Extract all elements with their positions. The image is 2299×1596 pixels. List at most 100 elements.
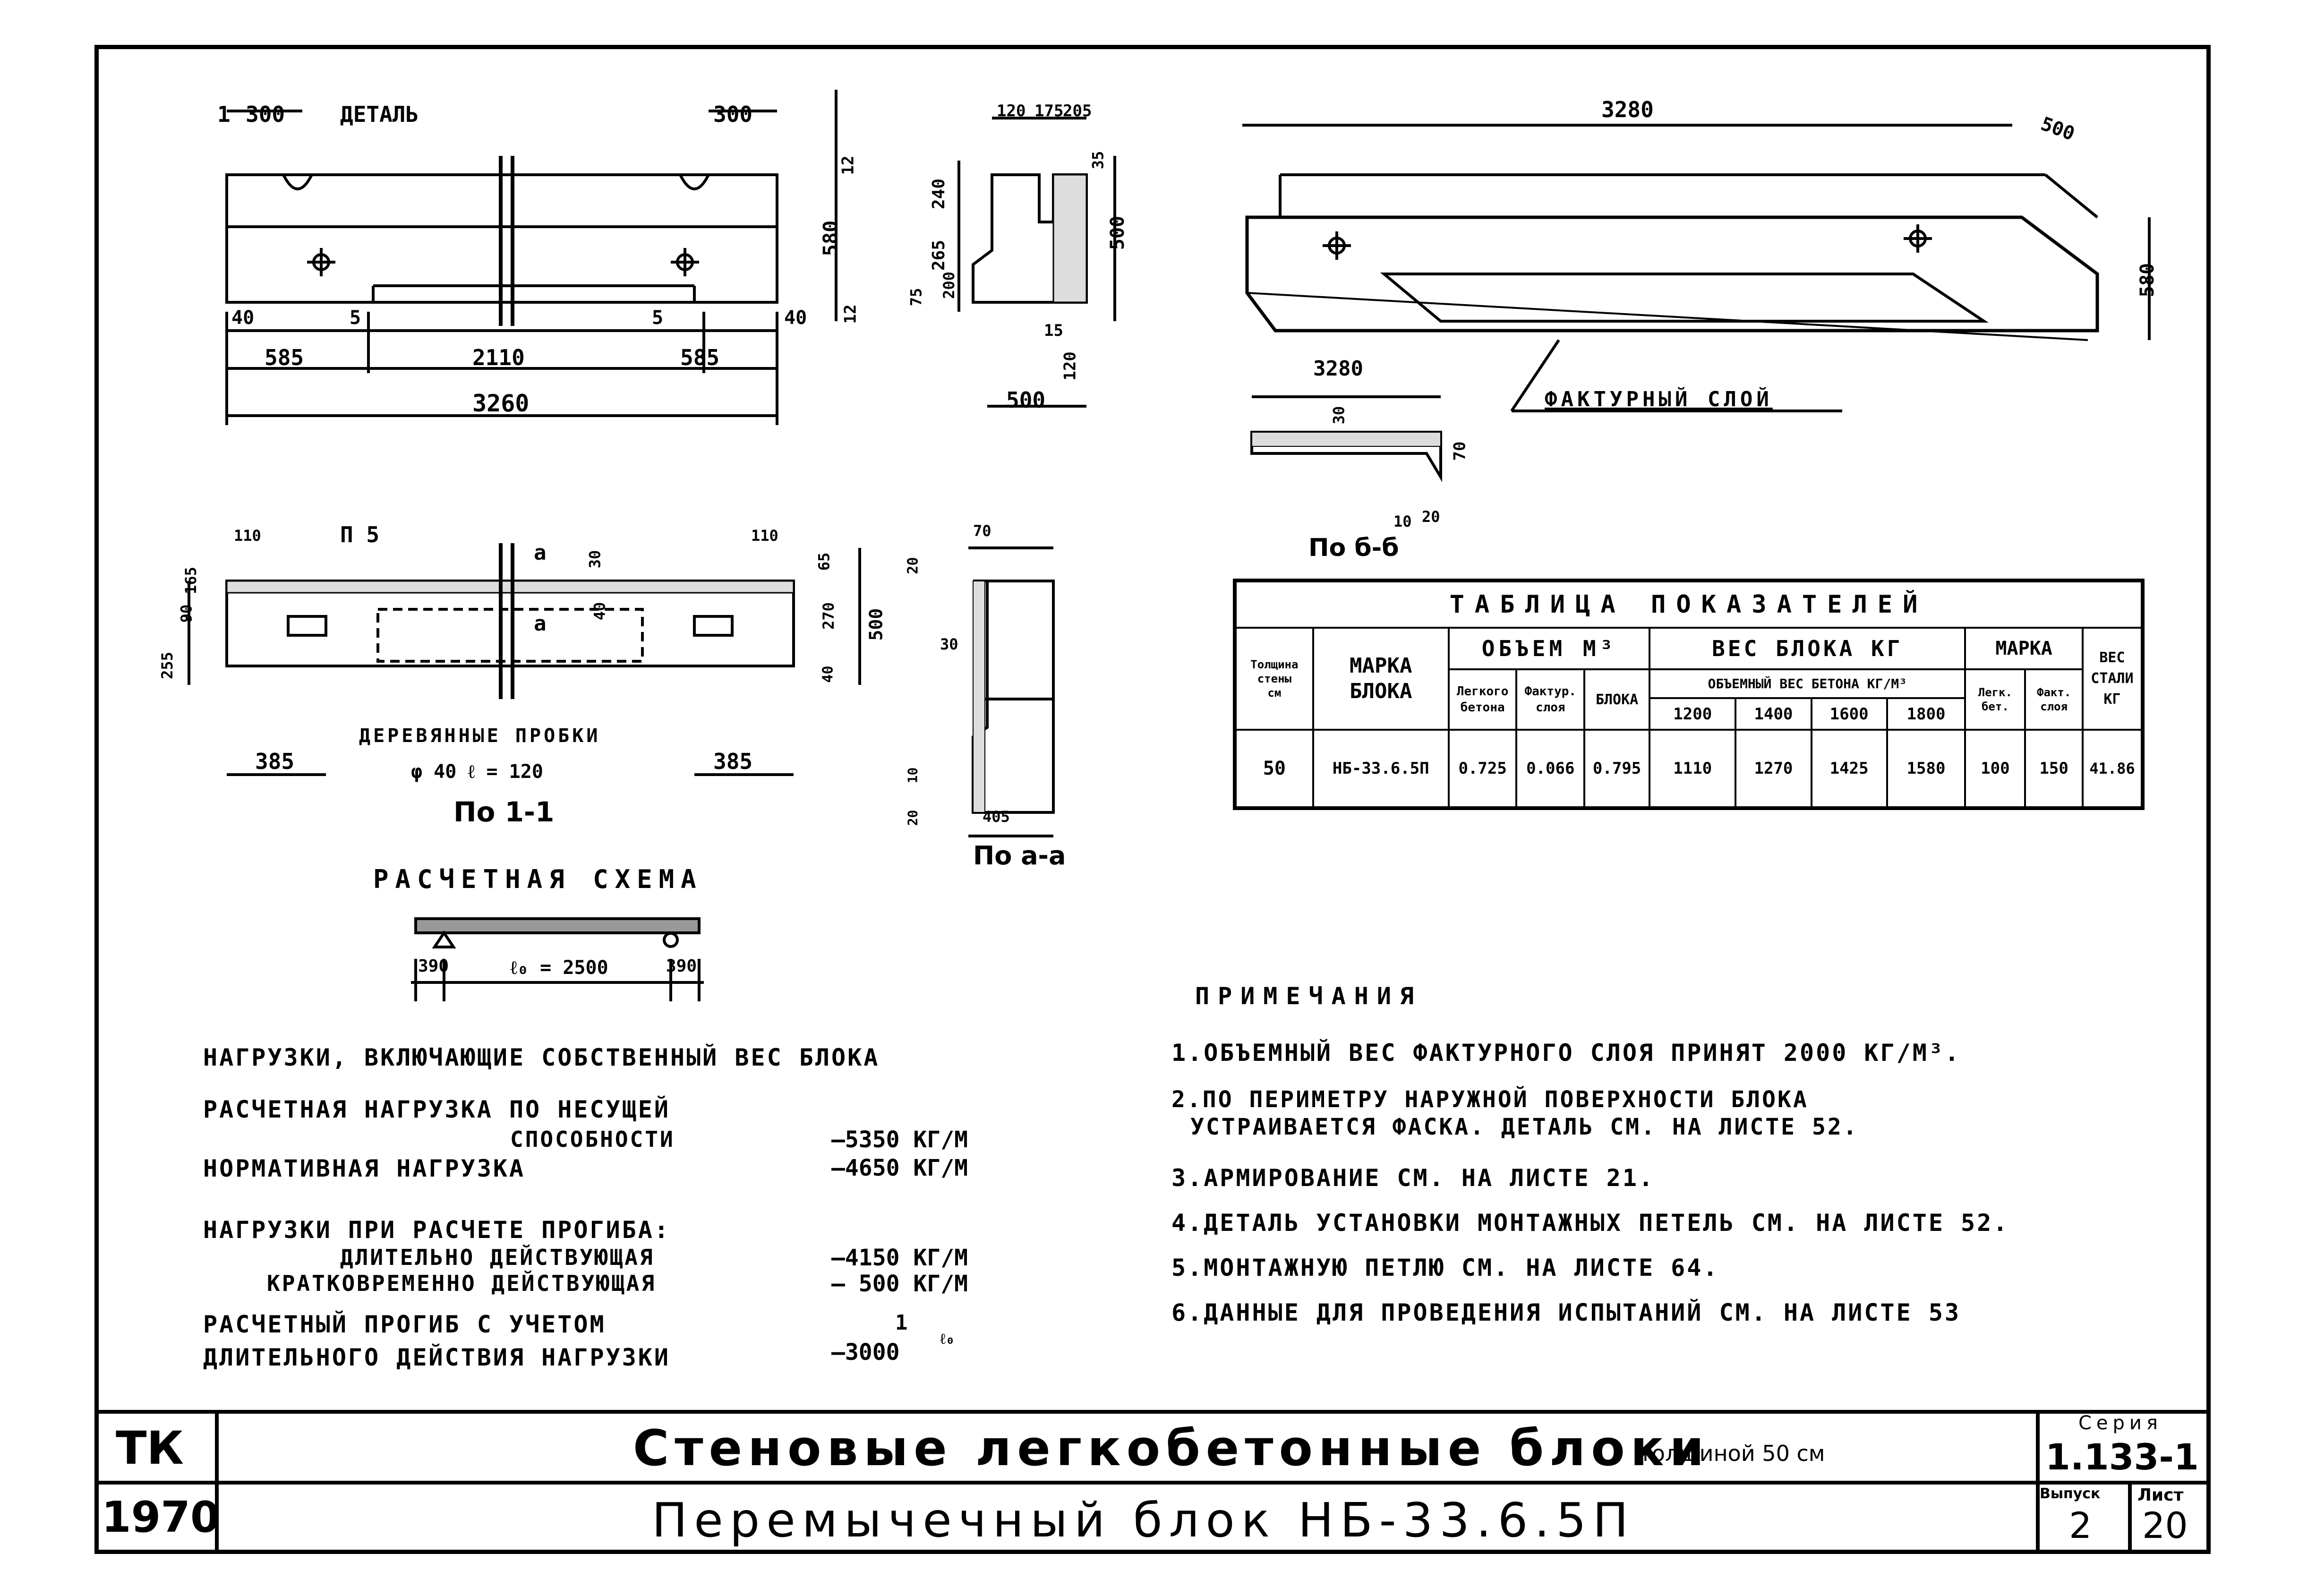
- loads-defl-den: —3000: [831, 1339, 900, 1366]
- bb-70: 70: [1450, 441, 1470, 461]
- table-cell: 0.066: [1515, 728, 1586, 810]
- th-weight-sub: ОБЪЕМНЫЙ ВЕС БЕТОНА КГ/М³: [1649, 668, 1966, 700]
- plan-plugs-dims: φ 40 ℓ = 120: [411, 761, 543, 783]
- dim-300-left: 300: [246, 102, 285, 127]
- loads-defl-line1: РАСЧЕТНЫЙ ПРОГИБ С УЧЕТОМ: [203, 1311, 606, 1338]
- dim-580: 580: [819, 220, 842, 256]
- dim-585-right: 585: [680, 345, 720, 370]
- loads-calc-value: —5350 КГ/М: [831, 1127, 968, 1153]
- plan-385-left: 385: [255, 749, 295, 774]
- table-cell: 41.86: [2081, 728, 2144, 810]
- sheet-value: 20: [2142, 1504, 2188, 1546]
- title-code: ТК: [116, 1422, 184, 1475]
- dim-15: 15: [1044, 321, 1063, 340]
- table-cell: 1580: [1886, 728, 1966, 810]
- loads-calc-line2: СПОСОБНОСТИ: [510, 1127, 675, 1152]
- table-cell: 50: [1234, 728, 1314, 810]
- th-w1200: 1200: [1649, 697, 1737, 731]
- th-w1600: 1600: [1810, 697, 1888, 731]
- label-detail: ДЕТАЛЬ: [340, 102, 419, 127]
- plan-a-bottom: а: [534, 612, 547, 636]
- table-cell: 0.795: [1583, 728, 1651, 810]
- th-vol-fact: Фактур.слоя: [1515, 668, 1586, 731]
- dim-500-side: 500: [1107, 215, 1129, 250]
- dim-2110: 2110: [472, 345, 525, 370]
- th-volume: ОБЪЕМ М³: [1447, 626, 1651, 671]
- bb-10: 10: [1393, 512, 1412, 530]
- loads-heading: НАГРУЗКИ, ВКЛЮЧАЮЩИЕ СОБСТВЕННЫЙ ВЕС БЛО…: [203, 1044, 880, 1071]
- table-title: ТАБЛИЦА ПОКАЗАТЕЛЕЙ: [1234, 580, 2144, 629]
- dim-5-left: 5: [350, 307, 361, 329]
- plan-p5: П 5: [340, 522, 380, 547]
- bb-caption: По б-б: [1308, 534, 1399, 562]
- note-1: 1.ОБЪЕМНЫЙ ВЕС ФАКТУРНОГО СЛОЯ ПРИНЯТ 20…: [1171, 1039, 1961, 1067]
- table-cell: НБ-33.6.5П: [1312, 728, 1450, 810]
- plan-30: 30: [586, 550, 604, 569]
- iso-height: 580: [2137, 263, 2159, 298]
- dim-75: 75: [907, 288, 925, 307]
- dim-200: 200: [940, 272, 958, 299]
- dim-12b: 12: [841, 304, 860, 324]
- aa-caption: По а-а: [973, 841, 1066, 871]
- dim-40-right: 40: [784, 307, 807, 329]
- scheme-right: 390: [666, 956, 697, 976]
- table-cell: 1425: [1810, 728, 1888, 810]
- series-label: Серия: [2078, 1412, 2162, 1434]
- series-value: 1.133-1: [2045, 1436, 2199, 1478]
- issue-label: Выпуск: [2040, 1485, 2101, 1502]
- plan-165: 165: [181, 567, 200, 594]
- dim-500: 500: [1006, 387, 1046, 413]
- facture-label: ФАКТУРНЫЙ СЛОЙ: [1545, 387, 1773, 411]
- plan-90: 90: [177, 604, 196, 623]
- bb-20: 20: [1422, 508, 1440, 526]
- dim-585-left: 585: [265, 345, 304, 370]
- title-main: Стеновые легкобетонные блоки: [633, 1419, 1710, 1477]
- loads-calc-line1: РАСЧЕТНАЯ НАГРУЗКА ПО НЕСУЩЕЙ: [203, 1096, 670, 1123]
- dim-35: 35: [1089, 151, 1107, 170]
- dim-12a: 12: [838, 155, 858, 175]
- dim-3260: 3260: [472, 390, 530, 417]
- bb-30: 30: [1330, 406, 1348, 425]
- plan-65: 65: [815, 552, 833, 571]
- aa-30: 30: [940, 635, 958, 653]
- dim-120b: 120: [1060, 351, 1080, 381]
- aa-405: 405: [983, 808, 1010, 826]
- table-cell: 1110: [1649, 728, 1737, 810]
- th-grade-fact: Факт. слоя: [2024, 668, 2084, 731]
- table-cell: 0.725: [1447, 728, 1518, 810]
- issue-value: 2: [2069, 1504, 2092, 1546]
- iso-length: 3280: [1601, 97, 1654, 122]
- loads-norm-value: —4650 КГ/М: [831, 1155, 968, 1181]
- title-year: 1970: [102, 1493, 220, 1542]
- plan-385-right: 385: [713, 749, 753, 774]
- notes-title: ПРИМЕЧАНИЯ: [1195, 982, 1423, 1010]
- plan-270: 270: [819, 602, 838, 630]
- dim-40-left: 40: [231, 307, 255, 329]
- scheme-span: ℓ₀ = 2500: [510, 957, 608, 979]
- th-weight: ВЕС БЛОКА КГ: [1649, 626, 1966, 671]
- title-sub: Перемычечный блок НБ-33.6.5П: [652, 1493, 1635, 1548]
- plan-110-left: 110: [234, 527, 261, 545]
- note-4: 4.ДЕТАЛЬ УСТАНОВКИ МОНТАЖНЫХ ПЕТЕЛЬ СМ. …: [1171, 1209, 2009, 1237]
- aa-70: 70: [973, 522, 991, 540]
- dim-240: 240: [929, 178, 949, 210]
- plan-a-top: а: [534, 541, 547, 565]
- loads-defl-heading: НАГРУЗКИ ПРИ РАСЧЕТЕ ПРОГИБА:: [203, 1216, 670, 1244]
- plan-outline: [225, 580, 795, 667]
- loads-long-value: —4150 КГ/М: [831, 1245, 968, 1271]
- note-2b: УСТРАИВАЕТСЯ ФАСКА. ДЕТАЛЬ СМ. НА ЛИСТЕ …: [1190, 1114, 1859, 1140]
- table-cell: 1270: [1735, 728, 1812, 810]
- plan-caption: По 1-1: [453, 796, 555, 828]
- dim-205: 205: [1063, 102, 1092, 120]
- plan-40: 40: [590, 602, 609, 621]
- bb-length: 3280: [1313, 357, 1363, 381]
- loads-short: КРАТКОВРЕМЕННО ДЕЙСТВУЮЩАЯ: [267, 1271, 657, 1296]
- aa-20a: 20: [905, 557, 922, 574]
- plan-255: 255: [158, 652, 176, 679]
